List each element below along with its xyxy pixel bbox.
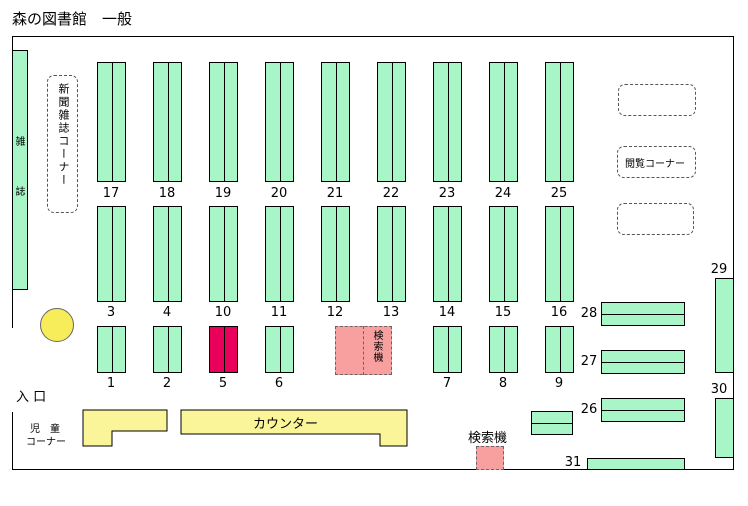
magazine-shelf xyxy=(12,50,28,290)
page-title: 森の図書館 一般 xyxy=(12,10,133,28)
search-terminal-lower xyxy=(476,446,504,470)
reading-corner-label: 閲覧コーナー xyxy=(625,159,685,170)
shelf-19 xyxy=(209,62,238,182)
shelf-number: 23 xyxy=(438,186,456,201)
shelf-number: 30 xyxy=(710,382,728,397)
shelf-number: 24 xyxy=(494,186,512,201)
newspaper-corner-label: 新聞雑誌コーナー xyxy=(57,83,70,187)
shelf-16 xyxy=(545,206,574,302)
wall-bottom xyxy=(12,469,734,470)
reading-corner xyxy=(617,146,696,178)
shelf-4 xyxy=(153,206,182,302)
shelf-25 xyxy=(545,62,574,182)
shelf-number: 1 xyxy=(106,376,116,391)
shelf-3 xyxy=(97,206,126,302)
shelf-14 xyxy=(433,206,462,302)
shelf-number: 29 xyxy=(710,262,728,277)
shelf-12 xyxy=(321,206,350,302)
shelf-number: 22 xyxy=(382,186,400,201)
shelf-13 xyxy=(377,206,406,302)
shelf-29 xyxy=(715,278,734,373)
children-counter xyxy=(82,409,168,447)
shelf-6 xyxy=(265,326,294,373)
shelf-number: 19 xyxy=(214,186,232,201)
shelf-21 xyxy=(321,62,350,182)
shelf-number: 6 xyxy=(274,376,284,391)
children-corner-label-1: 児 童 xyxy=(30,424,60,435)
shelf-1 xyxy=(97,326,126,373)
shelf-5 xyxy=(209,326,238,373)
shelf-26 xyxy=(601,398,685,422)
shelf-extra xyxy=(531,411,573,435)
shelf-18 xyxy=(153,62,182,182)
shelf-number: 9 xyxy=(554,376,564,391)
shelf-10 xyxy=(209,206,238,302)
shelf-number: 18 xyxy=(158,186,176,201)
shelf-11 xyxy=(265,206,294,302)
shelf-22 xyxy=(377,62,406,182)
shelf-9 xyxy=(545,326,574,373)
reading-table-3 xyxy=(617,203,694,235)
shelf-number: 2 xyxy=(162,376,172,391)
shelf-number: 5 xyxy=(218,376,228,391)
shelf-number: 21 xyxy=(326,186,344,201)
shelf-number: 13 xyxy=(382,305,400,320)
round-table xyxy=(40,308,74,342)
shelf-number: 15 xyxy=(494,305,512,320)
shelf-number: 10 xyxy=(214,305,232,320)
shelf-number: 17 xyxy=(102,186,120,201)
shelf-number: 7 xyxy=(442,376,452,391)
shelf-number: 12 xyxy=(326,305,344,320)
shelf-number: 11 xyxy=(270,305,288,320)
search-terminal-divider xyxy=(363,326,364,375)
shelf-number: 27 xyxy=(580,354,598,369)
shelf-number: 4 xyxy=(162,305,172,320)
shelf-number: 31 xyxy=(564,455,582,470)
shelf-7 xyxy=(433,326,462,373)
entrance-label: 入 口 xyxy=(16,390,47,405)
shelf-20 xyxy=(265,62,294,182)
shelf-number: 26 xyxy=(580,402,598,417)
shelf-number: 14 xyxy=(438,305,456,320)
shelf-23 xyxy=(433,62,462,182)
shelf-28 xyxy=(601,302,685,326)
shelf-30 xyxy=(715,398,734,458)
magazine-label: 雑誌 xyxy=(13,136,24,236)
shelf-8 xyxy=(489,326,518,373)
children-corner-label-2: コーナー xyxy=(26,437,66,448)
reading-table-1 xyxy=(618,84,696,116)
shelf-number: 3 xyxy=(106,305,116,320)
shelf-15 xyxy=(489,206,518,302)
wall-top xyxy=(12,36,734,37)
shelf-number: 25 xyxy=(550,186,568,201)
search-terminal-lower-label: 検索機 xyxy=(468,431,508,446)
wall-left-lower xyxy=(12,412,13,470)
shelf-number: 20 xyxy=(270,186,288,201)
search-terminal-label: 検索機 xyxy=(371,330,382,363)
wall-right xyxy=(733,36,734,470)
shelf-2 xyxy=(153,326,182,373)
shelf-number: 16 xyxy=(550,305,568,320)
shelf-17 xyxy=(97,62,126,182)
newspaper-magazine-corner xyxy=(47,75,78,213)
shelf-24 xyxy=(489,62,518,182)
shelf-31 xyxy=(587,458,685,470)
shelf-27 xyxy=(601,350,685,374)
counter-label: カウンター xyxy=(253,417,319,432)
main-counter xyxy=(180,409,408,447)
shelf-number: 8 xyxy=(498,376,508,391)
shelf-number: 28 xyxy=(580,306,598,321)
